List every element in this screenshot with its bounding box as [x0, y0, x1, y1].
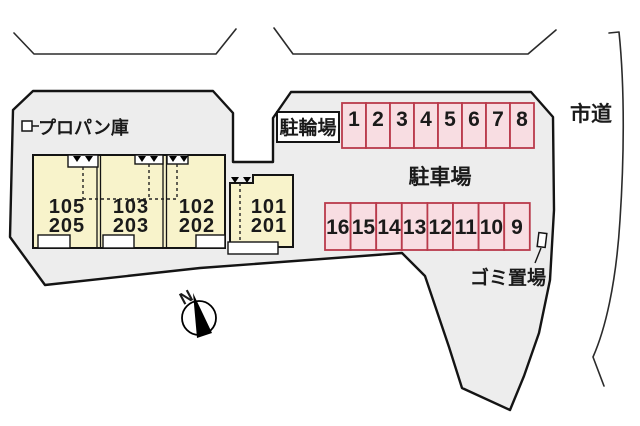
entrance-marker-icon	[231, 177, 251, 183]
porch-102	[195, 234, 226, 249]
parking-space-9	[503, 202, 531, 251]
road-edge-top-right	[273, 27, 557, 55]
parking-space-10	[477, 202, 506, 251]
entrance-marker-icon	[73, 156, 93, 162]
city-road-label: 市道	[570, 102, 612, 126]
bicycle-parking-label: 駐輪場	[279, 116, 336, 139]
building-101: 101 201	[227, 174, 294, 255]
parking-lot-label: 駐車場	[409, 165, 472, 189]
unit-number-105: 105	[49, 196, 85, 218]
parking-space-number: 3	[396, 108, 408, 131]
parking-space-8	[509, 102, 535, 149]
porch-103	[102, 234, 135, 249]
parking-space-number: 7	[492, 108, 504, 131]
unit-number-201: 201	[251, 215, 287, 237]
entrance-notch-105	[67, 154, 99, 168]
compass: N	[176, 286, 217, 338]
parking-space-number: 14	[377, 216, 401, 239]
parking-space-11	[452, 202, 480, 251]
entrance-marker-icon	[169, 156, 188, 162]
unit-number-103: 103	[113, 196, 149, 218]
parking-space-number: 15	[352, 216, 376, 239]
propane-label-group: プロパン庫	[21, 117, 129, 138]
garbage-leader-line	[534, 247, 542, 264]
garbage-area-group: ゴミ置場	[470, 231, 548, 289]
unit-number-202: 202	[179, 215, 215, 237]
entrance-marker-icon	[138, 156, 158, 162]
compass-needle-icon	[193, 293, 212, 338]
parking-row-bottom: 16 15 14 13 12 11 10 9	[324, 202, 531, 251]
garbage-area-label: ゴミ置場	[470, 266, 546, 289]
unit-number-102: 102	[179, 196, 215, 218]
propane-box-icon	[21, 120, 33, 132]
parking-space-2	[365, 102, 391, 149]
parking-space-number: 12	[429, 216, 452, 239]
parking-space-number: 9	[511, 216, 523, 239]
parking-space-number: 2	[372, 108, 384, 131]
parking-space-15	[349, 202, 378, 251]
parking-space-3	[389, 102, 415, 149]
parking-space-number: 4	[420, 108, 432, 131]
parking-space-number: 1	[348, 108, 360, 131]
parking-space-number: 6	[468, 108, 480, 131]
building-main: 105 205 103 203 102 202	[32, 154, 226, 249]
building-main-outline	[32, 154, 226, 249]
parking-space-number: 13	[403, 216, 426, 239]
road-edge-right	[592, 31, 625, 387]
parking-space-number: 8	[516, 108, 528, 131]
unit-number-205: 205	[49, 215, 85, 237]
parking-space-number: 10	[480, 216, 503, 239]
parking-space-number: 16	[326, 216, 349, 239]
parking-space-1	[341, 102, 367, 149]
road-edge-top-left	[13, 28, 237, 55]
porch-105	[37, 234, 71, 249]
propane-label: プロパン庫	[38, 117, 129, 138]
entrance-path-dashed	[82, 164, 178, 200]
garbage-box-icon	[536, 231, 548, 249]
parking-space-5	[437, 102, 463, 149]
parking-space-number: 11	[455, 216, 478, 239]
porch-101	[227, 241, 279, 255]
unit-number-203: 203	[113, 215, 149, 237]
unit-number-101: 101	[251, 196, 287, 218]
parking-row-top: 1 2 3 4 5 6 7 8	[341, 102, 535, 149]
bicycle-parking-label-group: 駐輪場	[276, 111, 340, 143]
parking-space-number: 5	[444, 108, 456, 131]
bicycle-parking-box	[276, 111, 340, 143]
